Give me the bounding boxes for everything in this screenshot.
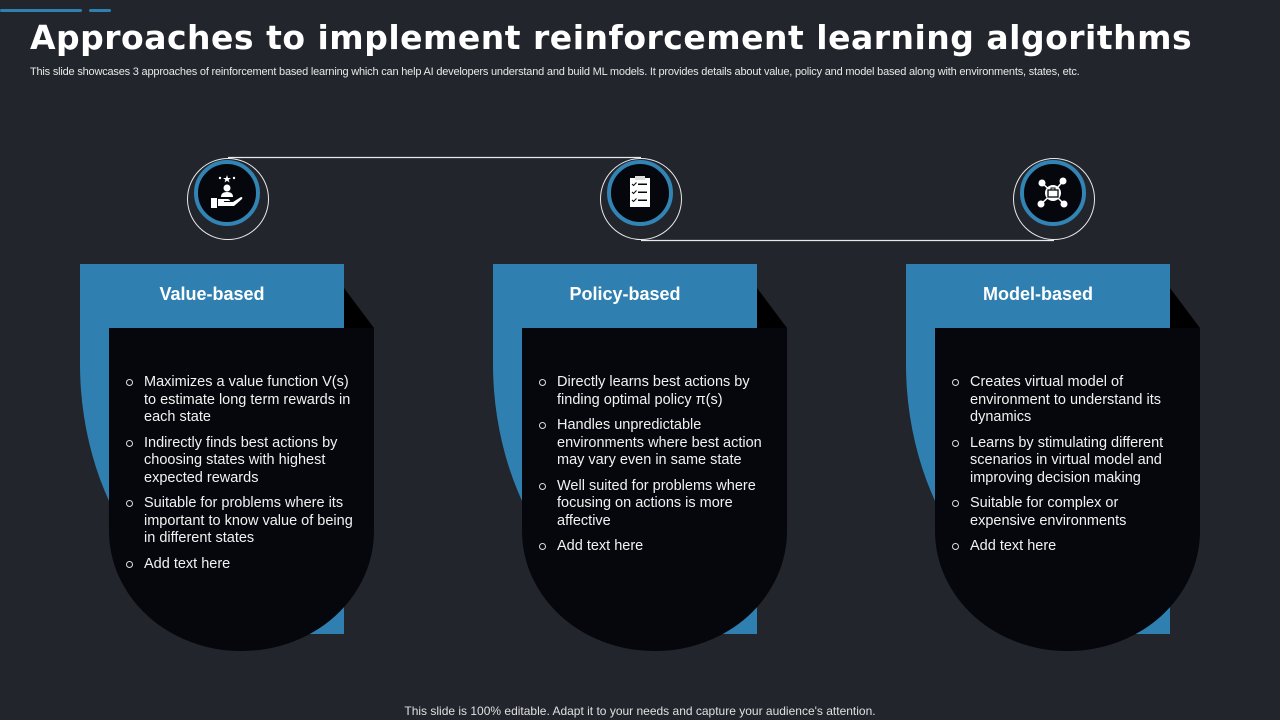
card-value-based: Value-based Maximizes a value function V…	[80, 264, 380, 654]
list-item: Suitable for problems where its importan…	[126, 495, 358, 548]
card-body	[935, 328, 1200, 651]
list-item: Indirectly finds best actions by choosin…	[126, 435, 358, 488]
card-body	[109, 328, 374, 651]
bullet-icon	[539, 482, 546, 490]
bullet-icon	[952, 543, 959, 550]
accent-bar-long	[0, 9, 82, 12]
card-bullet-list: Creates virtual model of environment to …	[952, 374, 1184, 564]
page-title: Approaches to implement reinforcement le…	[30, 18, 1193, 57]
card-bullet-list: Directly learns best actions by finding …	[539, 374, 771, 564]
bullet-icon	[126, 379, 133, 386]
list-item: Add text here	[539, 538, 771, 556]
page-subtitle: This slide showcases 3 approaches of rei…	[30, 66, 1080, 78]
card-heading: Value-based	[159, 284, 265, 304]
model-based-icon-circle	[1013, 158, 1095, 240]
clipboard-checklist-icon	[630, 176, 650, 207]
hand-user-stars-icon	[211, 175, 243, 208]
card-heading: Policy-based	[569, 284, 681, 304]
card-body	[522, 328, 787, 651]
card-fold-shadow	[344, 288, 374, 328]
list-item: Directly learns best actions by finding …	[539, 374, 771, 409]
card-bullet-list: Maximizes a value function V(s) to estim…	[126, 374, 358, 581]
bullet-icon	[126, 500, 133, 507]
bullet-icon	[539, 422, 546, 429]
list-item: Handles unpredictable environments where…	[539, 417, 771, 470]
card-policy-based: Policy-based Directly learns best action…	[493, 264, 793, 654]
policy-based-icon-circle	[600, 158, 682, 240]
network-briefcase-icon	[1037, 177, 1068, 208]
bullet-icon	[539, 379, 546, 386]
list-item: Creates virtual model of environment to …	[952, 374, 1184, 427]
bullet-icon	[126, 560, 133, 568]
list-item: Well suited for problems where focusing …	[539, 478, 771, 531]
list-item: Add text here	[126, 556, 358, 574]
card-model-based: Model-based Creates virtual model of env…	[906, 264, 1206, 654]
list-item: Suitable for complex or expensive enviro…	[952, 495, 1184, 530]
card-heading: Model-based	[982, 284, 1093, 304]
list-item: Add text here	[952, 538, 1184, 556]
bullet-icon	[952, 500, 959, 507]
connector-lines	[228, 156, 1054, 242]
list-item: Maximizes a value function V(s) to estim…	[126, 374, 358, 427]
bullet-icon	[539, 543, 546, 550]
card-fold-shadow	[1170, 288, 1200, 328]
value-based-icon-circle	[187, 158, 269, 240]
bullet-icon	[952, 379, 959, 386]
accent-bar-short	[89, 9, 111, 12]
list-item: Learns by stimulating different scenario…	[952, 435, 1184, 488]
footer-note: This slide is 100% editable. Adapt it to…	[404, 704, 876, 718]
card-fold-shadow	[757, 288, 787, 328]
bullet-icon	[952, 439, 959, 447]
bullet-icon	[126, 439, 133, 447]
